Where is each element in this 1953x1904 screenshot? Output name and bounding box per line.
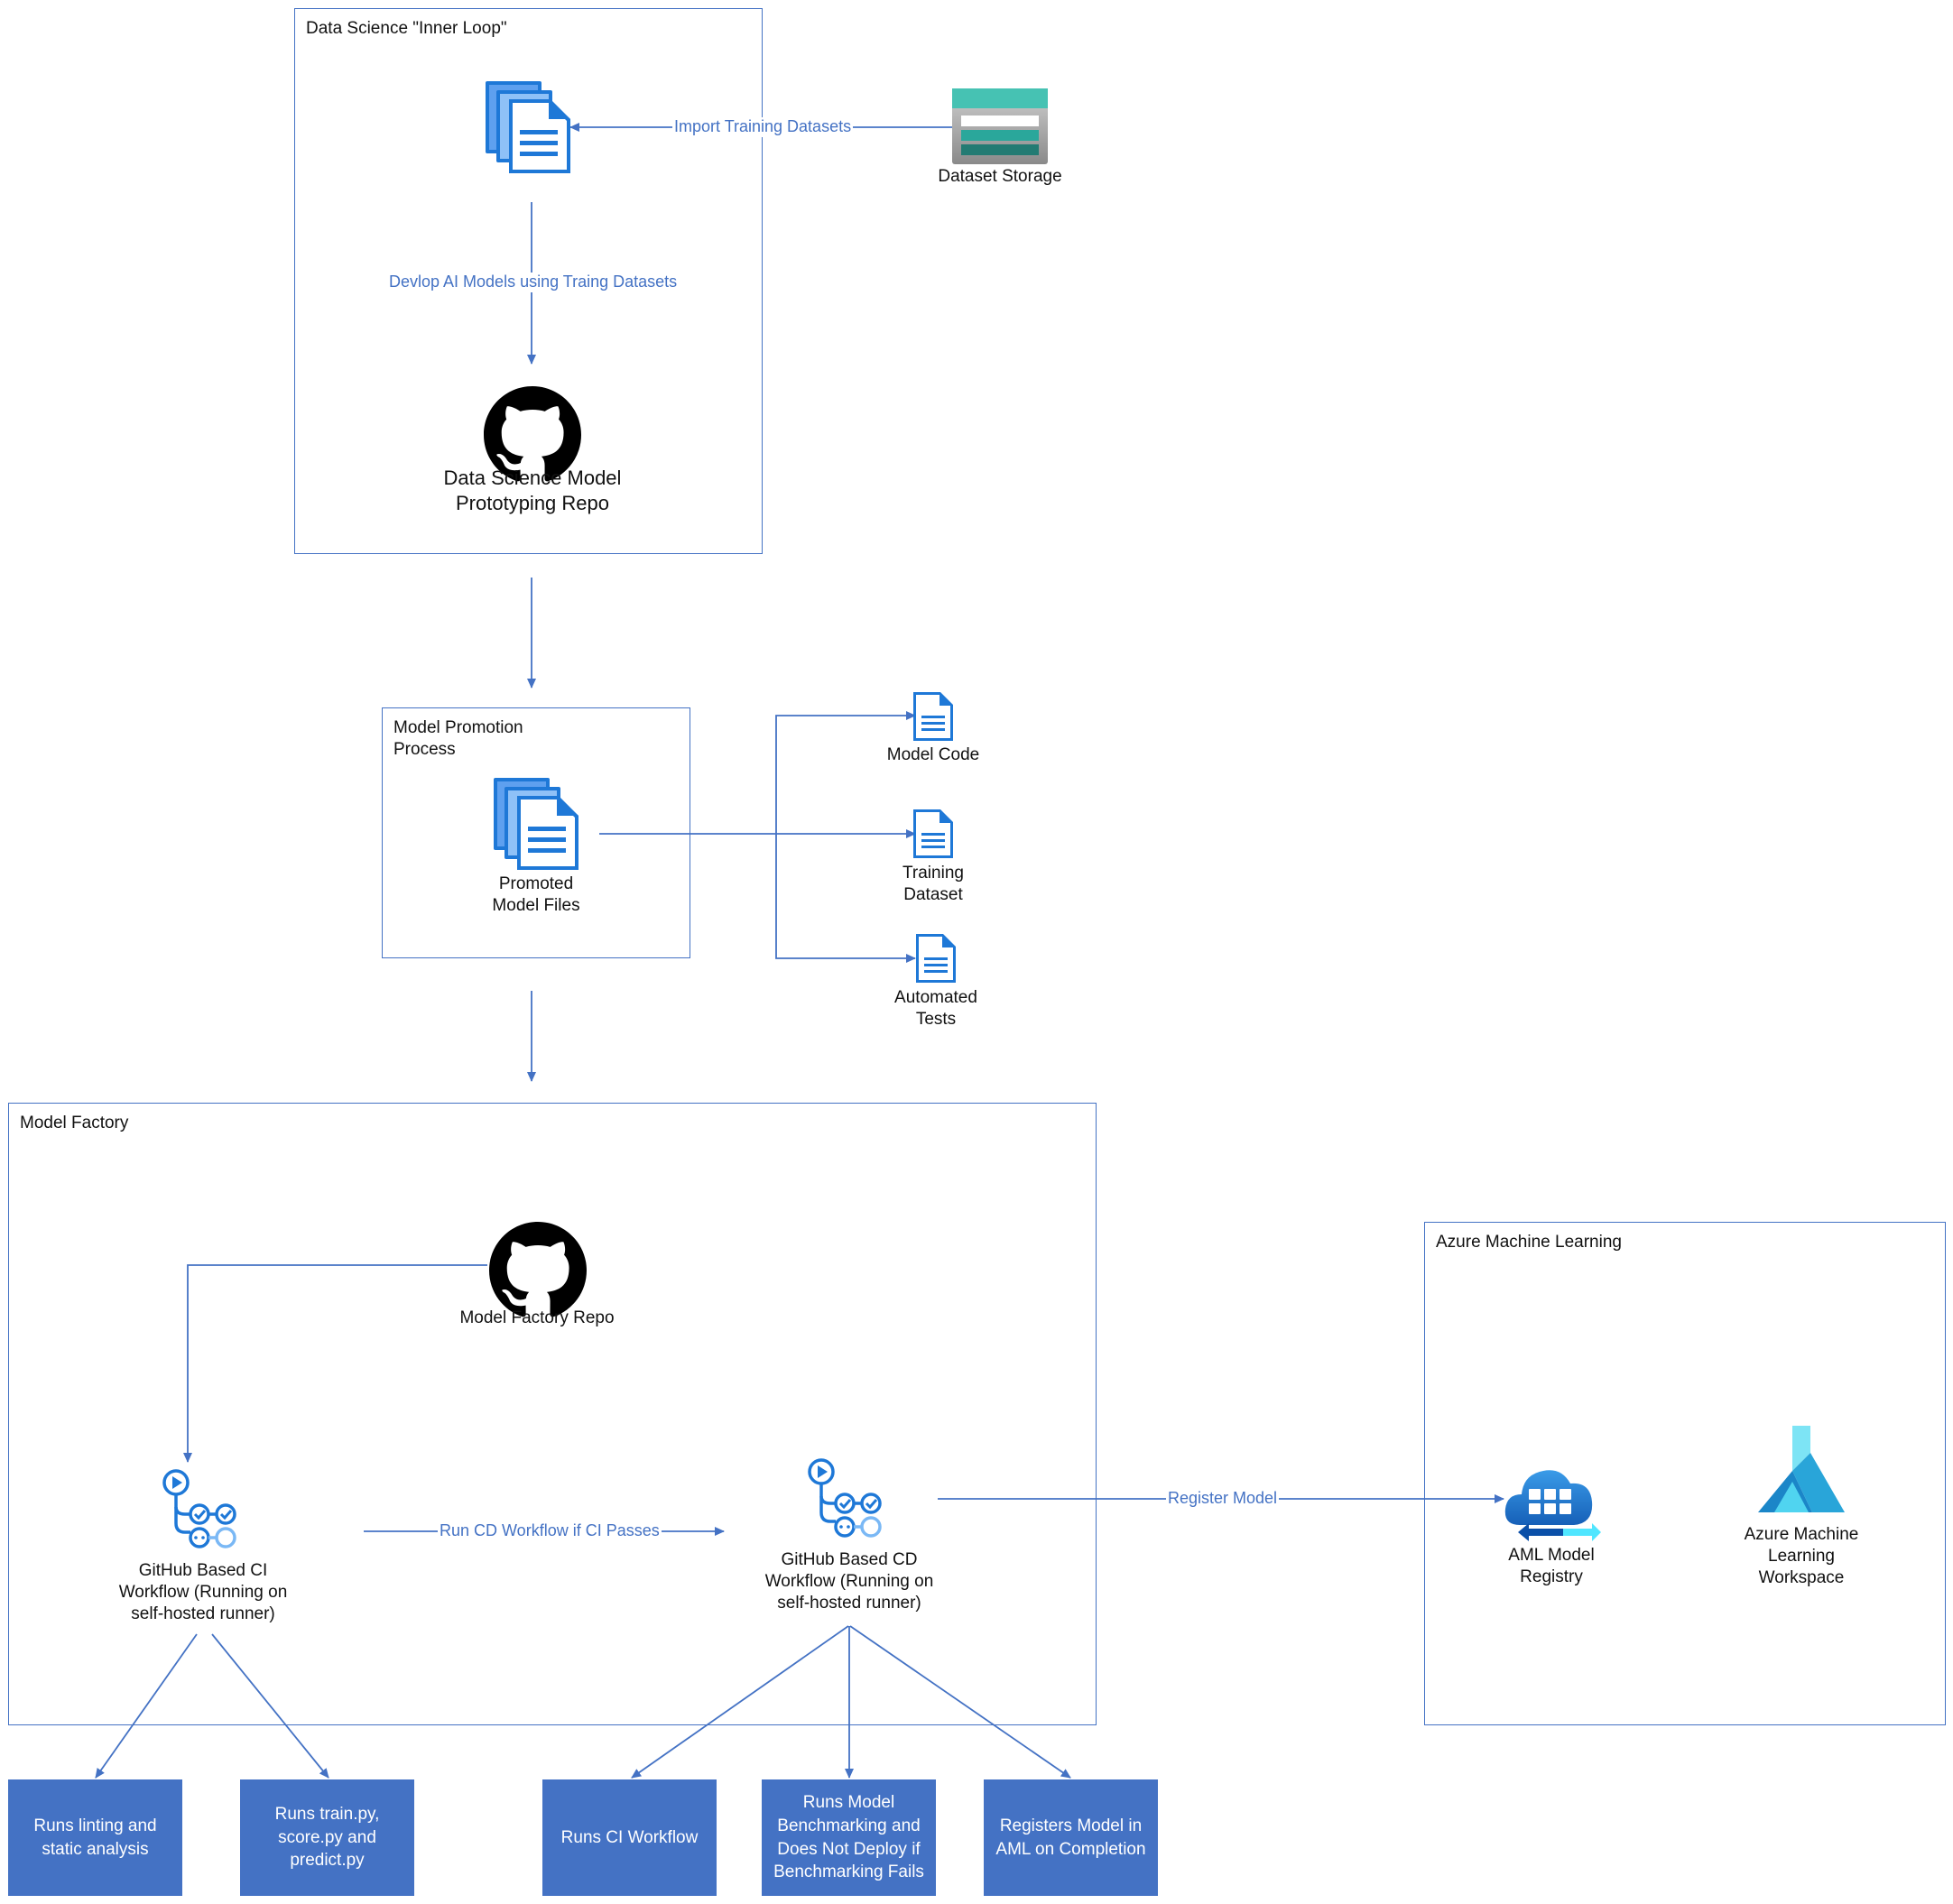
github-actions-ci-icon	[162, 1469, 236, 1548]
group-azure-ml: Azure Machine Learning	[1424, 1222, 1946, 1725]
step-register-model: Registers Model in AML on Completion	[984, 1779, 1158, 1896]
step-linting: Runs linting and static analysis	[8, 1779, 182, 1896]
automated-tests-doc-icon	[916, 934, 956, 983]
edge-label-run-cd: Run CD Workflow if CI Passes	[438, 1521, 662, 1541]
edge-cd-to-runs-ci	[631, 1625, 849, 1779]
documents-icon	[486, 81, 570, 173]
aml-registry-icon	[1504, 1470, 1601, 1541]
promoted-files-label: Promoted Model Files	[492, 874, 580, 915]
promoted-files-icon	[494, 778, 578, 870]
dataset-storage-label: Dataset Storage	[938, 167, 1062, 186]
step-runs-ci: Runs CI Workflow	[542, 1779, 717, 1896]
factory-repo-label: Model Factory Repo	[459, 1308, 615, 1327]
dataset-storage-icon	[952, 88, 1048, 164]
ci-workflow-label: GitHub Based CI Workflow (Running on sel…	[118, 1561, 288, 1623]
group-model-promotion: Model Promotion Process	[382, 707, 690, 958]
prototyping-repo-label: Data Science Model Prototyping Repo	[443, 467, 622, 514]
group-inner-loop: Data Science "Inner Loop"	[294, 8, 763, 554]
group-azure-ml-title: Azure Machine Learning	[1436, 1233, 1622, 1252]
azure-ml-workspace-icon	[1758, 1426, 1845, 1512]
edge-files-to-tests	[775, 834, 916, 963]
model-code-label: Model Code	[886, 745, 980, 764]
step-benchmarking: Runs Model Benchmarking and Does Not Dep…	[762, 1779, 936, 1896]
aml-registry-label: AML Model Registry	[1508, 1546, 1595, 1586]
github-icon	[484, 386, 581, 482]
aml-workspace-label: Azure Machine Learning Workspace	[1744, 1525, 1859, 1587]
edge-ci-to-train	[211, 1633, 329, 1779]
cd-workflow-label: GitHub Based CD Workflow (Running on sel…	[764, 1550, 934, 1613]
automated-tests-label: Automated Tests	[894, 988, 977, 1029]
group-model-factory-title: Model Factory	[20, 1114, 129, 1132]
edge-ci-to-lint	[95, 1633, 198, 1779]
edge-label-register-model: Register Model	[1166, 1489, 1280, 1509]
factory-github-icon	[489, 1222, 587, 1317]
edge-repo-to-ci	[183, 1264, 487, 1463]
edge-label-develop-models: Devlop AI Models using Traing Datasets	[387, 273, 680, 292]
github-actions-cd-icon	[808, 1458, 882, 1538]
group-model-promotion-title: Model Promotion Process	[393, 718, 523, 759]
edge-label-import-datasets: Import Training Datasets	[672, 117, 854, 137]
model-code-doc-icon	[913, 692, 953, 741]
group-model-factory: Model Factory	[8, 1103, 1097, 1725]
training-dataset-label: Training Dataset	[902, 864, 964, 904]
group-inner-loop-title: Data Science "Inner Loop"	[306, 19, 507, 38]
training-dataset-doc-icon	[913, 809, 953, 858]
edge-cd-to-register	[849, 1625, 1071, 1779]
edge-files-to-code	[775, 711, 916, 834]
step-train-score-predict: Runs train.py, score.py and predict.py	[240, 1779, 414, 1896]
